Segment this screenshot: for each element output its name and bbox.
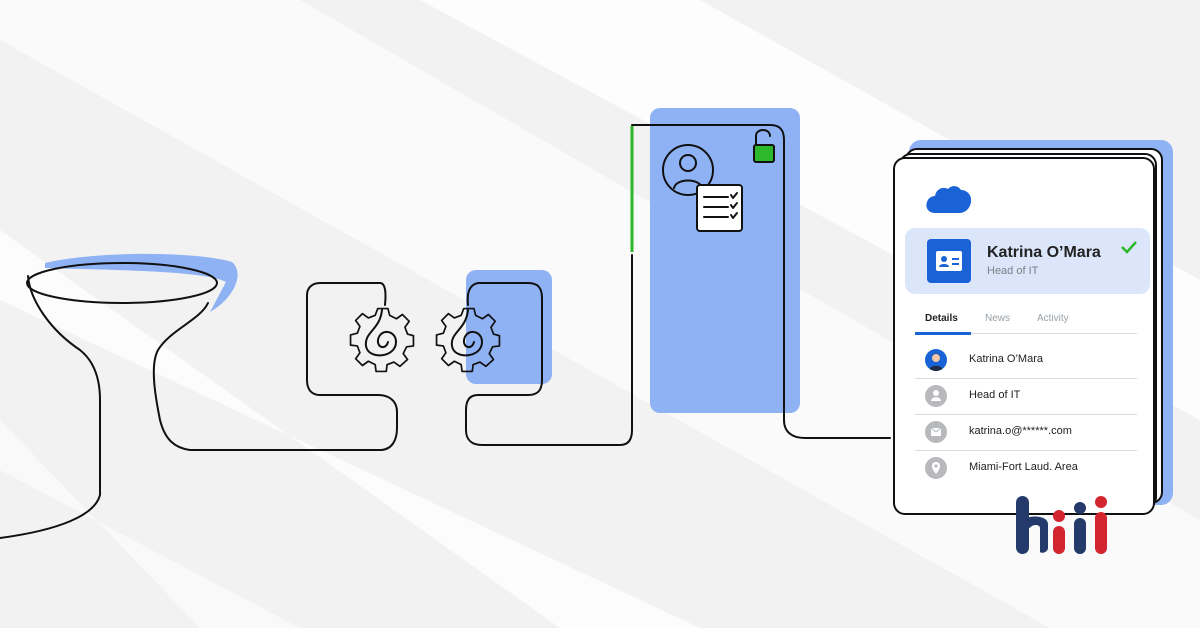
contact-header[interactable]: Katrina O’Mara Head of IT — [905, 228, 1150, 294]
active-tab-indicator — [915, 332, 971, 335]
contact-card-icon — [927, 239, 971, 283]
detail-text: Head of IT — [969, 389, 1021, 401]
checkmark-icon — [1121, 241, 1137, 254]
detail-text: Katrina O’Mara — [969, 353, 1043, 365]
contact-title: Head of IT — [987, 265, 1039, 277]
detail-row-name: Katrina O’Mara — [915, 342, 1137, 379]
unlocked-padlock-icon — [753, 129, 775, 163]
funnel-icon — [0, 262, 398, 539]
tab-bar: Details News Activity — [915, 311, 1137, 335]
contact-card: Katrina O’Mara Head of IT Details News A… — [893, 157, 1155, 515]
contact-card-stack: Katrina O’Mara Head of IT Details News A… — [893, 140, 1175, 515]
detail-row-email: katrina.o@******.com — [915, 414, 1137, 451]
cloud-logo — [926, 186, 972, 213]
detail-text[interactable]: katrina.o@******.com — [969, 425, 1072, 437]
detail-text: Miami-Fort Laud. Area — [969, 461, 1078, 473]
tab-details[interactable]: Details — [925, 313, 958, 324]
email-icon — [925, 421, 947, 443]
brand-logo — [1016, 496, 1107, 554]
person-icon — [925, 385, 947, 407]
detail-row-location: Miami-Fort Laud. Area — [915, 450, 1137, 486]
gear-icon — [435, 307, 501, 373]
tab-activity[interactable]: Activity — [1037, 313, 1069, 324]
detail-row-title: Head of IT — [915, 378, 1137, 415]
avatar — [925, 349, 947, 371]
checklist-icon — [696, 184, 743, 232]
gear-icon — [349, 307, 415, 373]
tab-news[interactable]: News — [985, 313, 1011, 324]
gear-box-highlight — [466, 270, 552, 384]
contact-name: Katrina O’Mara — [987, 244, 1101, 261]
profile-box-highlight — [650, 108, 800, 413]
location-pin-icon — [925, 457, 947, 479]
